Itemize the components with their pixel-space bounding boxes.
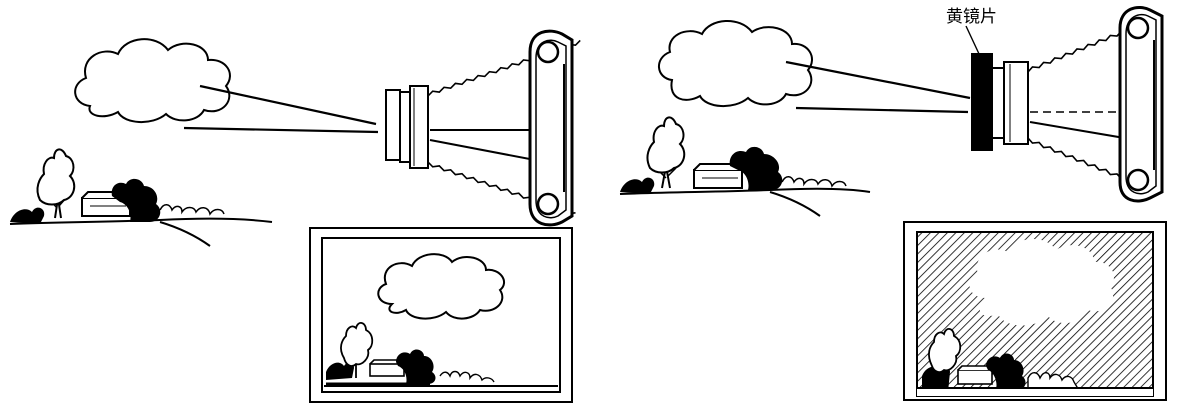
photo-result-with-filter: [904, 222, 1166, 400]
panel-without-filter: [10, 31, 581, 402]
landscape-subject: [10, 149, 272, 246]
yellow-filter: [972, 54, 992, 150]
light-rays: [184, 86, 566, 168]
panel-with-yellow-filter: 黄镜片: [620, 7, 1166, 400]
landscape-subject: [620, 117, 870, 216]
photo-result-without-filter: [310, 228, 572, 402]
camera-with-filter: [972, 7, 1162, 201]
filter-label: 黄镜片: [946, 7, 997, 27]
camera: [386, 31, 581, 225]
cloud-subject: [75, 39, 230, 122]
filter-label-group: 黄镜片: [946, 7, 997, 56]
